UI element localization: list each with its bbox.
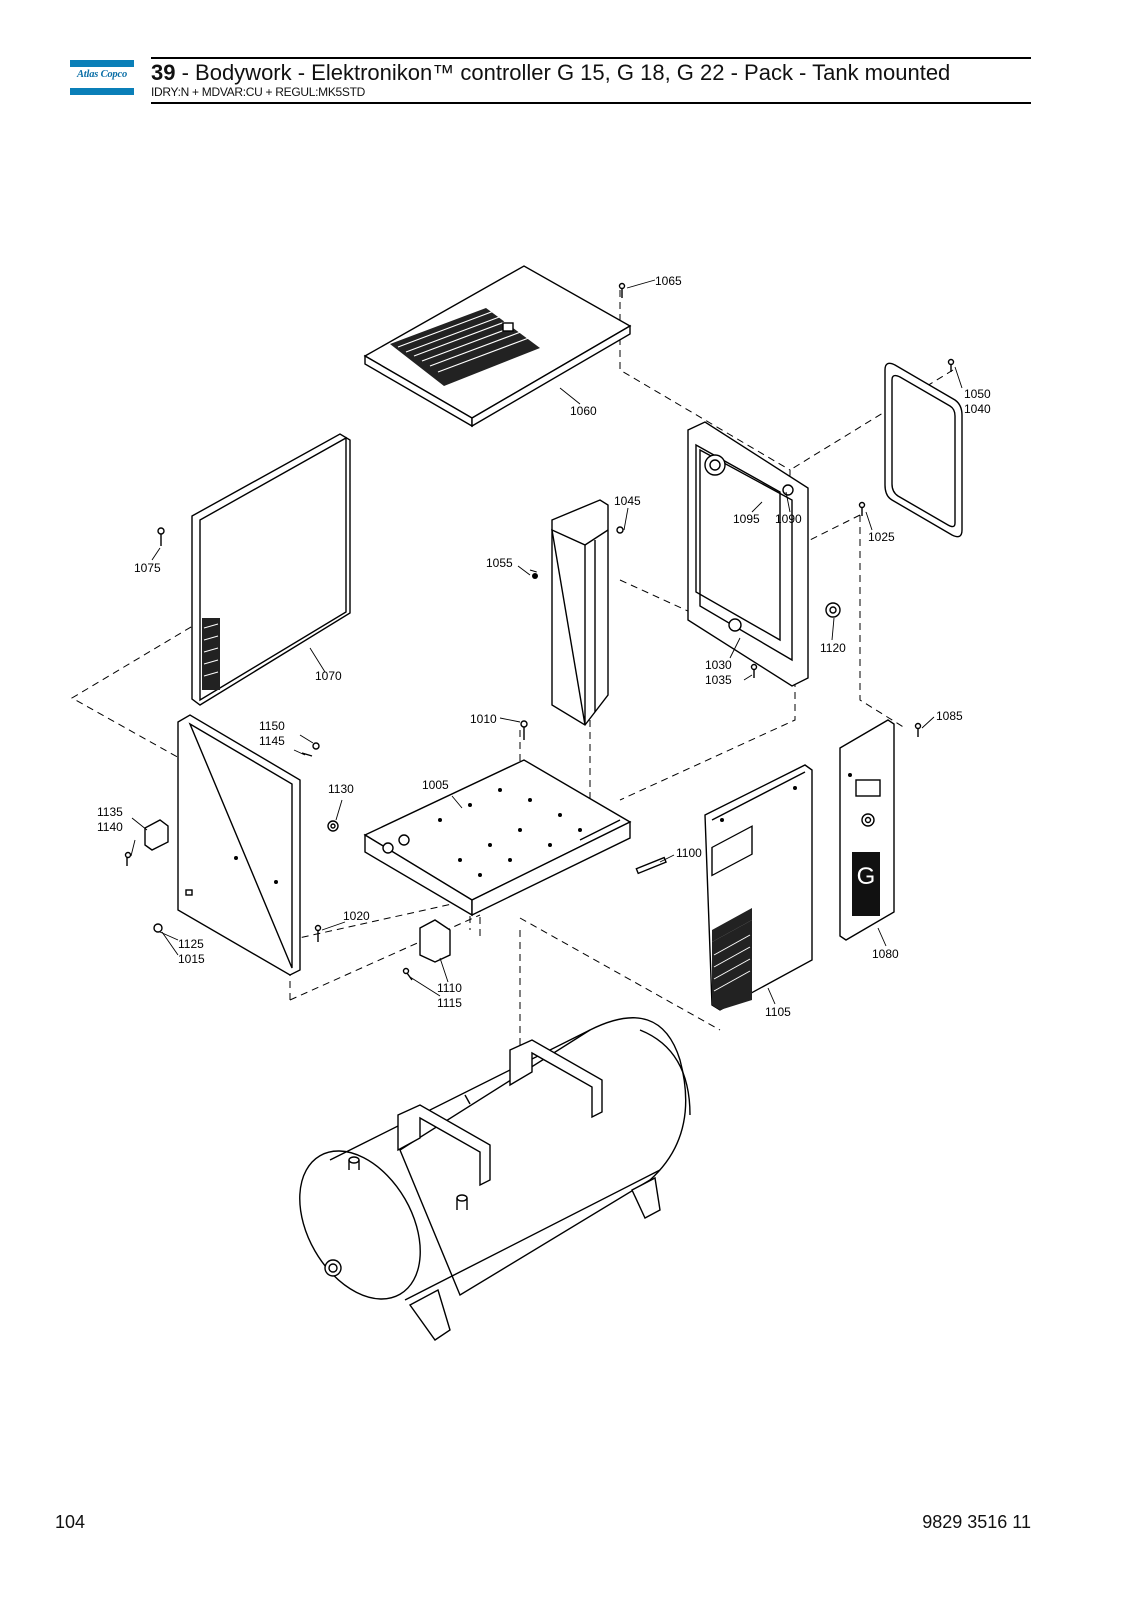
callout-1025: 1025 [868,530,895,544]
header-rule-top [151,57,1031,59]
logo-bar-bottom [70,88,134,95]
vertical-duct-1045 [551,499,609,726]
callout-1095: 1095 [733,512,760,526]
controller-panel-1080: G [839,719,895,941]
callout-1150: 1150 [259,719,285,733]
callout-1135: 1135 [97,805,123,819]
page-subtitle: IDRY:N + MDVAR:CU + REGUL:MK5STD [151,85,366,99]
callout-1145: 1145 [259,734,285,748]
top-cover-1060 [363,265,632,428]
callout-1015: 1015 [178,952,205,966]
callout-1075: 1075 [134,561,161,575]
callout-1010: 1010 [470,712,497,726]
callout-1120: 1120 [820,641,846,655]
callout-1105: 1105 [765,1005,791,1019]
callout-1090: 1090 [775,512,802,526]
atlas-copco-logo: Atlas Copco [70,60,134,96]
callout-labels: 1065 1050 1040 1060 1045 1095 1090 1025 … [97,274,991,1019]
front-door-1105 [704,764,813,1011]
title-number: 39 [151,60,176,85]
callout-1110: 1110 [437,981,462,995]
callout-1020: 1020 [343,909,370,923]
callout-1035: 1035 [705,673,732,687]
header-rule-bottom [151,102,1031,104]
side-panel-1070 [191,433,351,706]
small-parts [124,282,955,981]
callout-1055: 1055 [486,556,513,570]
air-receiver-tank [299,1017,691,1341]
page-number: 104 [55,1512,86,1532]
door-seal-1040 [884,362,963,538]
callout-1060: 1060 [570,404,597,418]
callout-1030: 1030 [705,658,732,672]
page-title: 39 - Bodywork - Elektronikon™ controller… [151,60,950,86]
callout-1115: 1115 [437,996,462,1010]
callout-1100: 1100 [676,846,702,860]
logo-text: Atlas Copco [76,69,127,80]
callout-1070: 1070 [315,669,342,683]
callout-1080: 1080 [872,947,899,961]
panel-letter: G [857,863,876,890]
callout-1130: 1130 [328,782,354,796]
leader-lines [130,279,963,1005]
callout-1065: 1065 [655,274,682,288]
callout-1140: 1140 [97,820,123,834]
base-frame-1005 [363,759,632,917]
document-number: 9829 3516 11 [922,1512,1031,1532]
callout-1125: 1125 [178,937,204,951]
back-frame-1030 [687,421,809,687]
callout-1050: 1050 [964,387,991,401]
title-text: - Bodywork - Elektronikon™ controller G … [175,60,951,85]
callout-1005: 1005 [422,778,449,792]
callout-1040: 1040 [964,402,991,416]
logo-bar-top [70,60,134,67]
callout-1045: 1045 [614,494,641,508]
side-panel-1015 [177,714,301,976]
callout-1085: 1085 [936,709,963,723]
